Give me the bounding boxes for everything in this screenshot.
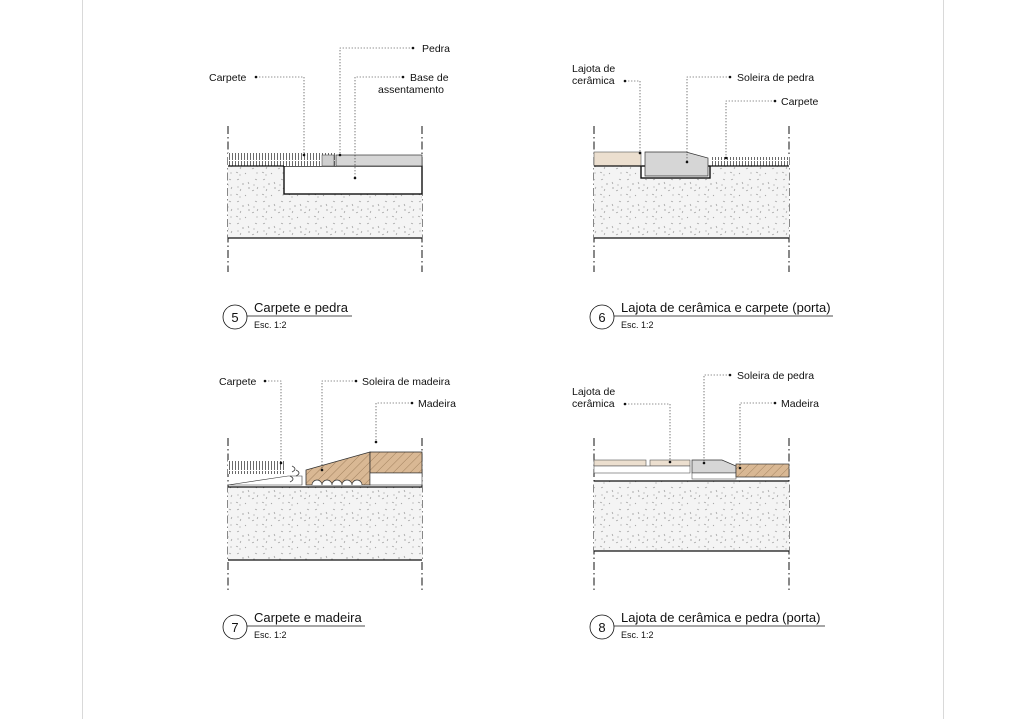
detail-number: 8 [598,620,605,635]
carpet-clip [289,465,300,483]
label-carpete: Carpete [219,376,257,388]
detail-number-badge [222,614,248,640]
detail-scale: Esc. 1:2 [254,320,287,330]
leader-dot [724,156,728,160]
carpet-layer [710,157,789,166]
leader-dot [254,75,258,79]
detail-number: 5 [231,310,238,325]
label-lajota-line2: cerâmica [572,398,615,410]
leader-dot [638,151,642,155]
leader-dot [702,461,706,465]
ceramic-tile [593,151,642,167]
leader-madeira [739,402,775,468]
leader-dot [685,160,689,164]
wood-floor [369,451,423,474]
concrete-slab [594,481,789,551]
detail-6-lajota-carpete: Lajota de cerâmica Soleira de pedra Carp… [572,63,833,330]
leader-dot [773,401,777,405]
threshold-grooves [311,479,363,486]
threshold-bedding [691,472,737,480]
leader-dot [338,153,342,157]
detail-number-badge [222,304,248,330]
detail-title: Lajota de cerâmica e carpete (porta) [621,300,831,315]
stone-layer [335,154,423,167]
leader-dot [302,153,306,157]
leader-carpete [265,380,282,463]
label-soleira: Soleira de pedra [737,72,814,84]
leader-dot [623,402,627,406]
leader-dot [374,440,378,444]
leader-carpete [725,100,775,158]
leader-carpete [256,76,305,155]
label-madeira: Madeira [418,398,456,410]
concrete-slab [228,487,422,560]
label-soleira: Soleira de pedra [737,370,814,382]
leader-lajota [625,80,641,153]
leader-dot [773,99,777,103]
detail-scale: Esc. 1:2 [254,630,287,640]
detail-number: 7 [231,620,238,635]
stone-bedding-recess [283,165,423,195]
detail-7-carpete-madeira: Carpete Soleira de madeira Madeira 7 Car… [219,376,456,640]
leader-pedra [339,47,413,155]
leader-dot [263,379,267,383]
leader-dot [728,75,732,79]
label-carpete: Carpete [781,96,819,108]
detail-title: Lajota de cerâmica e pedra (porta) [621,610,820,625]
label-carpete: Carpete [209,72,247,84]
transition-strip [321,154,335,167]
leader-dot [354,379,358,383]
label-lajota-line1: Lajota de [572,386,615,398]
leader-dot [401,75,405,79]
tile-mortar [593,465,691,474]
label-madeira: Madeira [781,398,819,410]
leader-soleira [703,374,730,463]
carpet-layer [228,153,336,166]
stone-threshold [644,151,709,177]
leader-lajota [625,403,671,462]
carpet-gripper [227,475,303,486]
detail-number-badge [589,614,615,640]
wood-floor [735,463,790,478]
leader-dot [728,373,732,377]
leader-soleira [686,76,730,162]
leader-base [354,76,403,178]
stone-threshold [691,459,737,474]
detail-scale: Esc. 1:2 [621,630,654,640]
detail-title: Carpete e madeira [254,610,362,625]
label-lajota-line2: cerâmica [572,75,615,87]
detail-5-carpete-pedra: Carpete Pedra Base de assentamento 5 Car… [209,43,450,330]
wood-underlay [369,472,423,486]
leader-dot [623,79,627,83]
leader-dot [353,176,357,180]
detail-8-lajota-pedra: Lajota de cerâmica Soleira de pedra Made… [572,370,825,640]
detail-number-badge [589,304,615,330]
label-pedra: Pedra [422,43,450,55]
detail-title: Carpete e pedra [254,300,349,315]
detail-scale: Esc. 1:2 [621,320,654,330]
ceramic-tile [593,459,647,467]
label-base-line1: Base de [410,72,449,84]
label-base-line2: assentamento [378,84,444,96]
leader-dot [668,460,672,464]
drawing-sheet [82,0,944,719]
leader-soleira [321,380,356,470]
label-lajota-line1: Lajota de [572,63,615,75]
detail-number: 6 [598,310,605,325]
leader-dot [320,468,324,472]
leader-dot [410,401,414,405]
leader-dot [411,46,415,50]
leader-madeira [375,402,412,442]
leader-dot [279,461,283,465]
label-soleira: Soleira de madeira [362,376,450,388]
leader-dot [738,466,742,470]
carpet-layer [228,460,286,474]
